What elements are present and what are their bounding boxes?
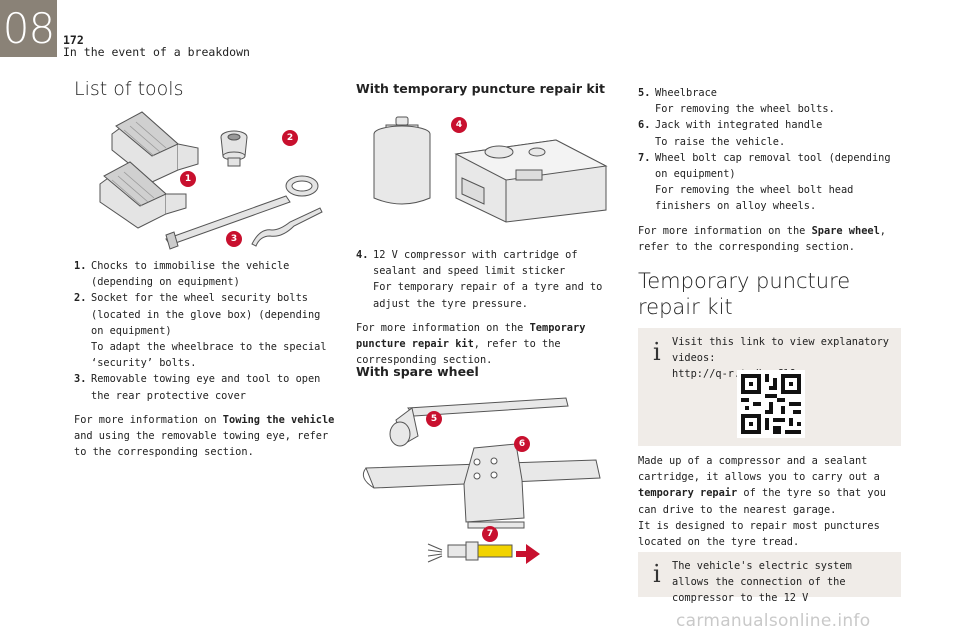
list-item-number: 2. xyxy=(74,292,87,305)
kit-list: 4. 12 V compressor with cartridge of sea… xyxy=(356,247,621,368)
repair-kit-illustration xyxy=(373,116,608,223)
text-span: of the tyre so that you can drive to the… xyxy=(638,487,886,516)
kit-more-info: For more information on the Temporary pu… xyxy=(356,320,621,369)
list-item-number: 7. xyxy=(638,151,651,164)
info-box-videos: i Visit this link to view explanatory vi… xyxy=(638,328,901,446)
spare-wheel-illustration xyxy=(362,397,601,564)
list-item: 1. Chocks to immobilise the vehicle (dep… xyxy=(74,258,336,290)
list-item-text: Jack with integrated handle To raise the… xyxy=(655,119,823,148)
list-item-text: Socket for the wheel security bolts (loc… xyxy=(91,292,327,370)
list-item: 3. Removable towing eye and tool to open… xyxy=(74,371,336,403)
callout-1: 1 xyxy=(180,171,196,187)
list-item-number: 6. xyxy=(638,119,651,132)
text-span: For more information on the xyxy=(638,224,812,237)
list-item: 7. Wheel bolt cap removal tool (dependin… xyxy=(638,150,903,215)
list-of-tools-title: List of tools xyxy=(74,78,184,100)
info-box-electric: i The vehicle's electric system allows t… xyxy=(638,552,901,604)
callout-5: 5 xyxy=(426,411,442,427)
list-item: 6. Jack with integrated handle To raise … xyxy=(638,117,903,149)
list-item: 2. Socket for the wheel security bolts (… xyxy=(74,290,336,371)
link-spare-wheel[interactable]: Spare wheel xyxy=(811,224,880,237)
callout-6: 6 xyxy=(514,436,530,452)
text-span: , refer to the corresponding section. xyxy=(356,338,561,367)
list-item: 5. Wheelbrace For removing the wheel bol… xyxy=(638,85,903,117)
text-span: , refer to the corresponding section. xyxy=(638,224,886,253)
spare-list: 5. Wheelbrace For removing the wheel bol… xyxy=(638,85,903,255)
watermark: carmanualsonline.info xyxy=(676,611,871,631)
callout-7: 7 xyxy=(482,526,498,542)
puncture-kit-title: Temporary puncture repair kit xyxy=(638,269,851,319)
link-temporary-puncture-repair-kit[interactable]: Temporary puncture repair kit xyxy=(356,321,586,351)
info-videos-text[interactable]: Visit this link to view explanatory vide… xyxy=(672,336,889,381)
list-item-text: Removable towing eye and tool to open th… xyxy=(91,373,321,402)
list-item-number: 3. xyxy=(74,373,87,386)
list-item-text: Chocks to immobilise the vehicle (depend… xyxy=(91,260,290,289)
spare-more-info: For more information on the Spare wheel,… xyxy=(638,223,903,255)
link-towing-the-vehicle[interactable]: Towing the vehicle xyxy=(222,413,335,426)
text-bold: temporary repair xyxy=(638,487,738,500)
towing-more-info: For more information on Towing the vehic… xyxy=(74,412,336,461)
info-electric-text: The vehicle's electric system allows the… xyxy=(672,560,852,605)
text-span: For more information on xyxy=(74,413,223,426)
text-span: For more information on the xyxy=(356,321,530,334)
puncture-kit-para-2: It is designed to repair most punctures … xyxy=(638,519,880,549)
tools-illustration xyxy=(99,111,323,250)
callout-3: 3 xyxy=(226,231,242,247)
spare-wheel-heading: With spare wheel xyxy=(356,364,479,379)
section-name: In the event of a breakdown xyxy=(63,45,250,59)
info-icon: i xyxy=(653,338,661,366)
tools-list: 1. Chocks to immobilise the vehicle (dep… xyxy=(74,258,336,460)
list-item-text: Wheelbrace For removing the wheel bolts. xyxy=(655,87,835,116)
callout-2: 2 xyxy=(282,130,298,146)
text-span: and using the removable towing eye, refe… xyxy=(74,430,329,459)
list-item-number: 1. xyxy=(74,260,87,272)
list-item-text: 12 V compressor with cartridge of sealan… xyxy=(373,249,603,310)
chapter-tab: 08 xyxy=(0,0,57,57)
callout-4: 4 xyxy=(451,117,467,133)
text-span: Made up of a compressor and a sealant ca… xyxy=(638,455,880,484)
list-item-number: 4. xyxy=(356,249,369,261)
info-icon: i xyxy=(653,560,661,588)
page-number: 172 xyxy=(63,33,84,47)
puncture-kit-para-1: Made up of a compressor and a sealant ca… xyxy=(638,453,903,518)
qr-code-icon[interactable] xyxy=(737,370,805,438)
list-item-text: Wheel bolt cap removal tool (depending o… xyxy=(655,151,891,213)
list-item-number: 5. xyxy=(638,87,651,99)
puncture-kit-description: Made up of a compressor and a sealant ca… xyxy=(638,453,903,550)
repair-kit-heading: With temporary puncture repair kit xyxy=(356,81,605,96)
list-item: 4. 12 V compressor with cartridge of sea… xyxy=(356,247,621,312)
